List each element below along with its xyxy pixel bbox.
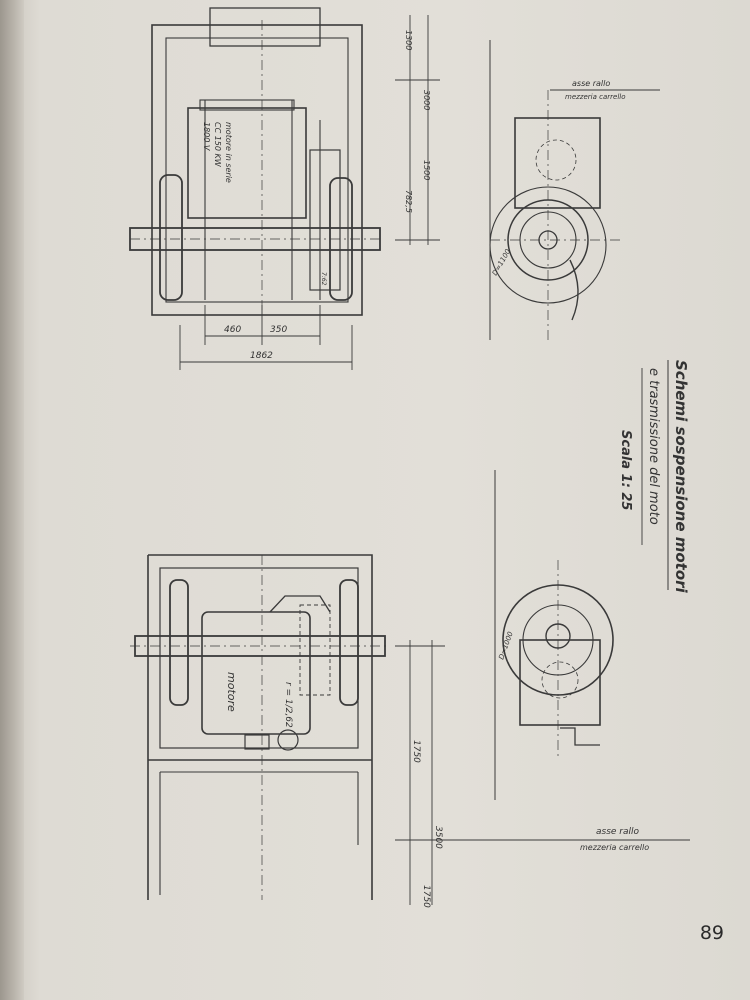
top-motor-label: motore in serie CC 150 KW 1800 V	[202, 122, 233, 183]
dim-460: 460	[224, 325, 241, 335]
dim-1750-a: 1750	[411, 740, 421, 763]
svg-text:CC 150 KW: CC 150 KW	[213, 122, 222, 168]
top-axis-label: asse rallo	[572, 79, 610, 88]
top-wheel-diameter: D=1100	[491, 247, 513, 277]
bottom-plan-view	[130, 554, 390, 900]
title-line2: e trasmissione del moto	[646, 368, 661, 525]
top-ratio: 7:62	[320, 272, 327, 286]
bottom-ratio: r = 1/2,62	[283, 682, 293, 728]
dim-1862: 1862	[250, 351, 273, 361]
bottom-axis-label: asse rallo	[596, 827, 640, 837]
top-dims-vertical	[395, 15, 440, 245]
dim-350: 350	[270, 325, 287, 335]
title-line1: Schemi sospensione motori	[672, 360, 690, 594]
bottom-dims-vertical	[395, 640, 690, 905]
bottom-axis-sublabel: mezzeria carrello	[580, 843, 649, 852]
bottom-side-view	[494, 470, 614, 800]
page-number: 89	[699, 922, 724, 944]
dim-3000: 3000	[422, 90, 431, 110]
bottom-motor-label: motore	[225, 672, 238, 712]
dim-1750-b: 1750	[421, 885, 431, 908]
bottom-wheel-diameter: D=1000	[497, 630, 515, 661]
top-axis-sublabel: mezzeria carrello	[565, 93, 626, 101]
title-block: Schemi sospensione motori e trasmissione…	[618, 360, 690, 594]
dim-1300: 1300	[404, 30, 413, 50]
top-dims-horizontal	[179, 305, 353, 370]
top-plan-view	[129, 7, 381, 320]
top-side-view	[489, 40, 660, 340]
dim-782: 782,5	[404, 190, 413, 213]
svg-text:1800 V: 1800 V	[202, 122, 211, 151]
book-spine	[0, 0, 24, 1000]
dim-1500: 1500	[422, 160, 431, 180]
dim-3500: 3500	[433, 826, 443, 849]
svg-text:motore in serie: motore in serie	[224, 122, 233, 183]
title-scale: Scala 1: 25	[618, 430, 633, 510]
